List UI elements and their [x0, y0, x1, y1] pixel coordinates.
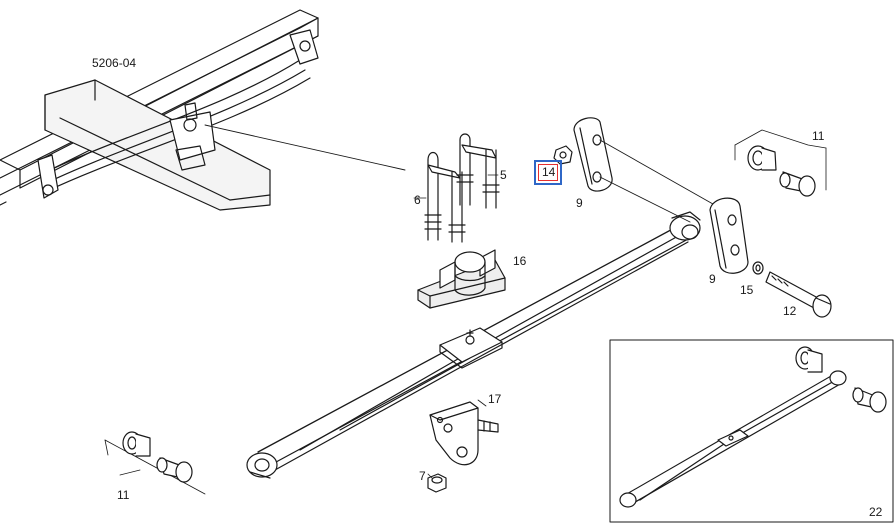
callout-12[interactable]: 12 — [783, 304, 797, 318]
callout-17[interactable]: 17 — [488, 392, 502, 406]
callout-9-lower[interactable]: 9 — [709, 272, 716, 286]
frame-assembly-illustration — [0, 9, 406, 211]
shackle-plates-illustration — [553, 117, 749, 274]
bushing-set-illustration-top — [734, 129, 827, 197]
highlight-inner-frame — [538, 164, 558, 181]
callout-7[interactable]: 7 — [419, 469, 426, 483]
bolt-illustration — [752, 261, 832, 318]
bracket-illustration — [427, 401, 499, 493]
callout-15[interactable]: 15 — [740, 283, 754, 297]
callout-9-upper[interactable]: 9 — [576, 196, 583, 210]
spring-seat-illustration — [417, 249, 506, 309]
highlighted-callout-14[interactable]: 14 — [534, 160, 562, 185]
callout-16[interactable]: 16 — [513, 254, 527, 268]
callout-6[interactable]: 6 — [414, 193, 421, 207]
callout-5[interactable]: 5 — [500, 168, 507, 182]
callout-22[interactable]: 22 — [869, 505, 883, 519]
u-bolt-illustration — [424, 133, 500, 243]
callout-leaders — [413, 174, 499, 479]
callout-11-bottom[interactable]: 11 — [117, 488, 130, 502]
leaf-spring-illustration — [246, 211, 701, 479]
diagram-ref-code: 5206-04 — [92, 56, 137, 70]
callout-11-top[interactable]: 11 — [812, 129, 825, 143]
callout-14-label: 14 — [542, 165, 556, 179]
bushing-set-illustration-bottom — [104, 431, 206, 495]
inset-kit-illustration — [609, 339, 894, 523]
